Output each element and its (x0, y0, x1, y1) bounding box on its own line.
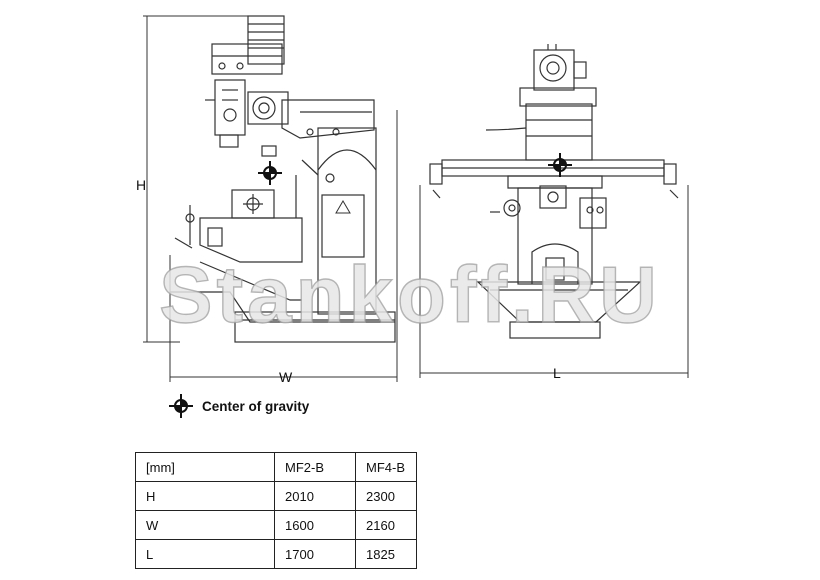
side-view-machine (170, 15, 396, 343)
watermark: Stankoff.RU (159, 250, 661, 339)
front-view-machine (429, 44, 679, 339)
table-row: H 2010 2300 (135, 481, 417, 511)
table-cell: 1700 (274, 539, 356, 569)
table-cell: 2300 (355, 481, 417, 511)
table-row: L 1700 1825 (135, 539, 417, 569)
table-header-cell: MF2-B (274, 452, 356, 482)
table-cell: L (135, 539, 275, 569)
table-header-row: [mm] MF2-B MF4-B (135, 452, 417, 482)
table-header-cell: MF4-B (355, 452, 417, 482)
height-label: H (136, 177, 146, 193)
front-view-center-of-gravity-icon (547, 152, 573, 178)
table-row: W 1600 2160 (135, 510, 417, 540)
dimensions-table: [mm] MF2-B MF4-B H 2010 2300 W 1600 2160… (135, 452, 417, 569)
width-label: W (279, 369, 293, 385)
table-cell: 2010 (274, 481, 356, 511)
length-dimension-line (419, 185, 689, 378)
table-header-cell: [mm] (135, 452, 275, 482)
length-label: L (553, 365, 561, 381)
table-cell: 1825 (355, 539, 417, 569)
side-view-center-of-gravity-icon (257, 160, 283, 186)
table-cell: W (135, 510, 275, 540)
table-cell: 1600 (274, 510, 356, 540)
machine-dimension-drawing: H W (136, 15, 689, 385)
legend-label: Center of gravity (202, 398, 310, 414)
center-of-gravity-icon (168, 393, 194, 419)
center-of-gravity-legend: Center of gravity (168, 393, 309, 419)
table-cell: 2160 (355, 510, 417, 540)
height-dimension-line (143, 15, 255, 343)
table-cell: H (135, 481, 275, 511)
width-dimension-line (169, 110, 398, 382)
